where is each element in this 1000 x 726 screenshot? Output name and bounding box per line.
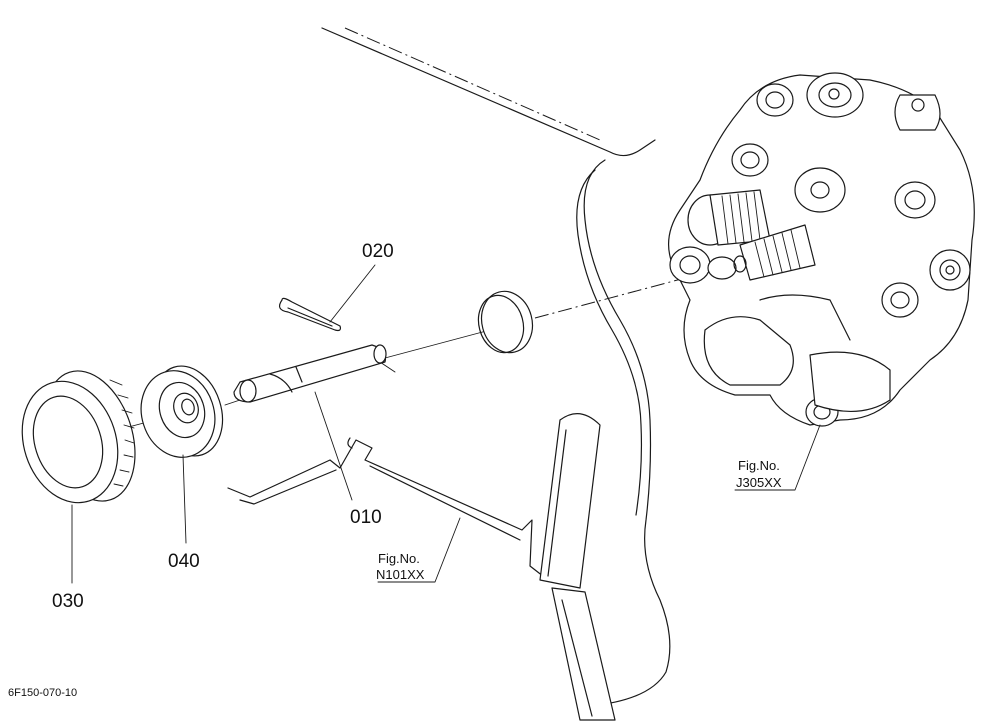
o-ring — [477, 290, 534, 354]
diagram-code: 6F150-070-10 — [8, 687, 77, 699]
cap-030 — [21, 370, 136, 504]
leader-j305 — [734, 424, 821, 491]
leader-n101 — [377, 517, 461, 583]
leader-lines — [71, 264, 821, 584]
part-number-040: 040 — [168, 551, 200, 572]
part-number-020: 020 — [362, 241, 394, 262]
lever-part — [227, 437, 549, 581]
part-number-030: 030 — [52, 591, 84, 612]
leader-020 — [329, 264, 376, 323]
housing-outline — [321, 27, 671, 707]
fig-ref-n101-line1: Fig.No. — [378, 551, 420, 566]
fig-ref-n101-line2: N101XX — [376, 567, 425, 582]
leader-010 — [314, 391, 353, 501]
shaft-010 — [233, 344, 387, 403]
pin-020 — [278, 297, 342, 332]
seal-040 — [140, 365, 224, 458]
handle-plate — [539, 413, 616, 721]
fig-ref-j305-line2: J305XX — [736, 475, 782, 490]
pump-body — [667, 72, 975, 427]
part-number-010: 010 — [350, 507, 382, 528]
fig-ref-j305-line1: Fig.No. — [738, 458, 780, 473]
leader-040 — [182, 454, 187, 544]
